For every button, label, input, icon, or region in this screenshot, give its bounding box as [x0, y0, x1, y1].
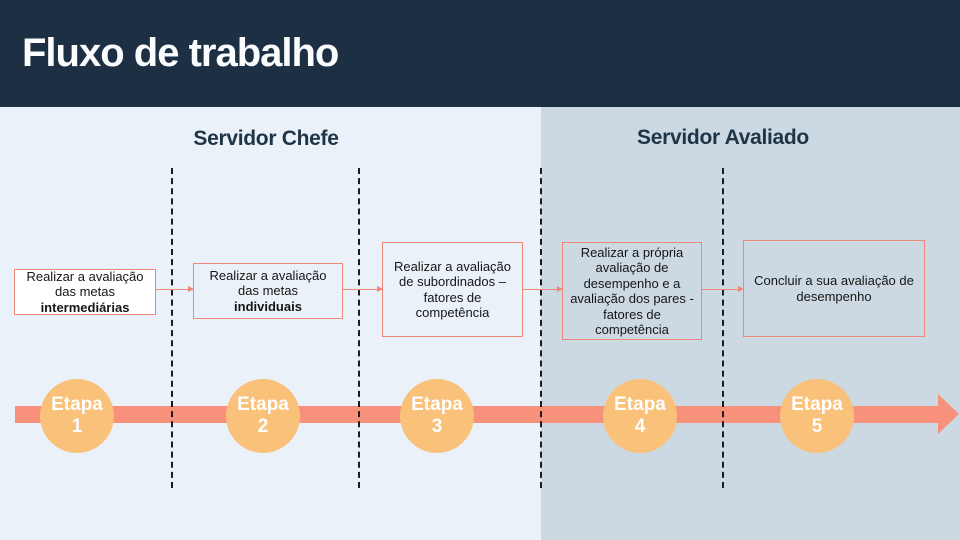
step-box-1-text: Realizar a avaliação das metas: [26, 268, 144, 300]
lane-label-servidor-chefe: Servidor Chefe: [193, 127, 339, 150]
step-box-3-text: Realizar a avaliação de subordinados – f…: [393, 258, 512, 321]
timeline-arrowhead-icon: [938, 394, 959, 434]
stage-divider-line-4: [722, 168, 724, 488]
stage-divider-line-3: [540, 168, 542, 488]
stage-circle-4: Etapa 4: [603, 379, 677, 453]
step-box-4-text: Realizar a própria avaliação de desempen…: [570, 244, 694, 338]
lane-label-servidor-avaliado: Servidor Avaliado: [637, 126, 809, 149]
stage-circle-1-word: Etapa: [51, 394, 103, 415]
stage-circle-4-word: Etapa: [614, 394, 666, 415]
step-box-5: Concluir a sua avaliação de desempenho: [743, 240, 925, 337]
step-box-5-text: Concluir a sua avaliação de desempenho: [754, 273, 914, 304]
step-connector-arrow-3: [523, 285, 563, 292]
step-box-2-text: Realizar a avaliação das metas: [209, 267, 327, 299]
stage-circle-5-word: Etapa: [791, 394, 843, 415]
step-box-1-text-bold: intermediárias: [40, 299, 130, 315]
stage-circle-5: Etapa 5: [780, 379, 854, 453]
stage-circle-4-number: 4: [634, 416, 646, 437]
step-connector-arrow-2: [343, 285, 383, 292]
step-box-4: Realizar a própria avaliação de desempen…: [562, 242, 702, 340]
stage-circle-2-number: 2: [257, 416, 269, 437]
stage-circle-3-number: 3: [431, 416, 443, 437]
step-connector-arrow-4: [702, 285, 744, 292]
step-box-1: Realizar a avaliação das metas intermedi…: [14, 269, 156, 315]
stage-circle-3: Etapa 3: [400, 379, 474, 453]
slide-header: Fluxo de trabalho: [0, 0, 960, 107]
lane-servidor-avaliado: [541, 107, 960, 540]
step-connector-arrow-1: [156, 285, 194, 292]
stage-circle-1-number: 1: [71, 416, 83, 437]
step-box-2-text-bold: individuais: [234, 298, 302, 314]
stage-divider-line-1: [171, 168, 173, 488]
stage-divider-line-2: [358, 168, 360, 488]
slide-title: Fluxo de trabalho: [22, 31, 339, 75]
stage-circle-1: Etapa 1: [40, 379, 114, 453]
lane-servidor-chefe: [0, 107, 541, 540]
stage-circle-2: Etapa 2: [226, 379, 300, 453]
step-box-2: Realizar a avaliação das metas individua…: [193, 263, 343, 319]
stage-circle-2-word: Etapa: [237, 394, 289, 415]
step-box-3: Realizar a avaliação de subordinados – f…: [382, 242, 523, 337]
stage-circle-3-word: Etapa: [411, 394, 463, 415]
stage-circle-5-number: 5: [811, 416, 823, 437]
